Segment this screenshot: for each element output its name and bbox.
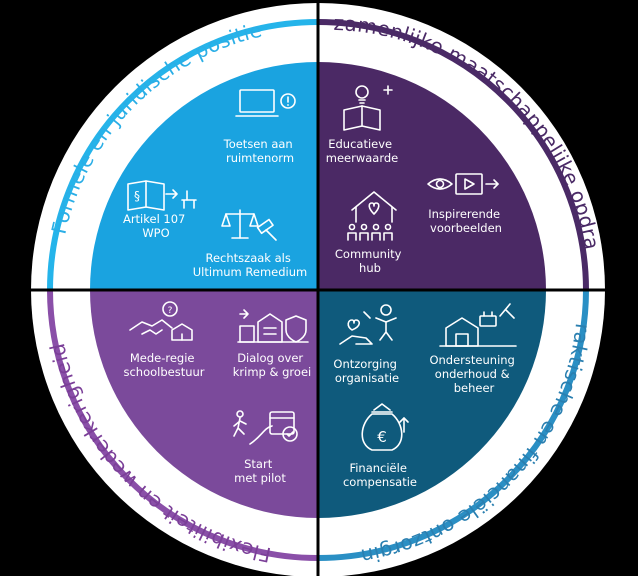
item-label: Community hub	[335, 247, 405, 275]
ring-border-bottom-right	[317, 289, 589, 561]
ring-border-bottom-left	[47, 289, 319, 561]
item-dialog: Dialog over krimp & groei	[233, 309, 311, 379]
euro-moneybag-icon: €	[361, 403, 409, 451]
item-pilot: Start met pilot	[233, 410, 298, 485]
item-rechtszaak: Rechtszaak als Ultimum Remedium	[193, 209, 307, 279]
item-label: Toetsen aan ruimtenorm	[223, 137, 297, 165]
item-artikel: § Artikel 107 WPO	[123, 180, 197, 240]
item-label: Financiële compensatie	[343, 461, 417, 489]
ring-border-top-right	[317, 19, 589, 291]
handshake-school-icon: ?	[129, 301, 193, 341]
item-ontzorging: Ontzorging organisatie	[333, 304, 400, 385]
item-label: Ondersteuning onderhoud & beheer	[429, 353, 518, 395]
person-hand-icon	[339, 304, 397, 345]
svg-text:§: §	[134, 189, 140, 203]
book-lightbulb-icon	[343, 85, 393, 131]
item-community: Community hub	[335, 191, 405, 275]
scales-gavel-icon	[221, 209, 277, 241]
ring-dividers	[28, 0, 610, 576]
item-toetsen: Toetsen aan ruimtenorm	[223, 89, 297, 165]
item-label: Inspirerende voorbeelden	[428, 207, 504, 235]
eye-video-icon	[427, 173, 499, 195]
item-label: Educatieve meerwaarde	[326, 137, 398, 165]
ring-border-top-left	[47, 19, 319, 291]
item-label: Ontzorging organisatie	[333, 357, 400, 385]
item-label: Rechtszaak als Ultimum Remedium	[193, 251, 307, 279]
law-book-icon: §	[127, 180, 197, 211]
school-tools-icon	[439, 303, 517, 347]
item-label: Artikel 107 WPO	[123, 212, 189, 240]
item-inspirerende: Inspirerende voorbeelden	[427, 173, 504, 235]
monitor-warning-icon	[235, 89, 296, 117]
item-mede-regie: ? Mede-regie schoolbestuur	[123, 301, 205, 379]
svg-text:€: €	[377, 428, 387, 446]
item-label: Mede-regie schoolbestuur	[123, 351, 204, 379]
community-house-icon	[347, 191, 397, 241]
item-ondersteuning: Ondersteuning onderhoud & beheer	[429, 303, 518, 395]
svg-text:?: ?	[168, 306, 173, 316]
item-educatieve: Educatieve meerwaarde	[326, 85, 398, 165]
item-label: Start met pilot	[234, 457, 286, 485]
item-label: Dialog over krimp & groei	[233, 351, 311, 379]
buildings-shield-icon	[237, 309, 309, 343]
item-financiele: € Financiële compensatie	[343, 403, 417, 489]
path-calendar-icon	[233, 410, 298, 445]
